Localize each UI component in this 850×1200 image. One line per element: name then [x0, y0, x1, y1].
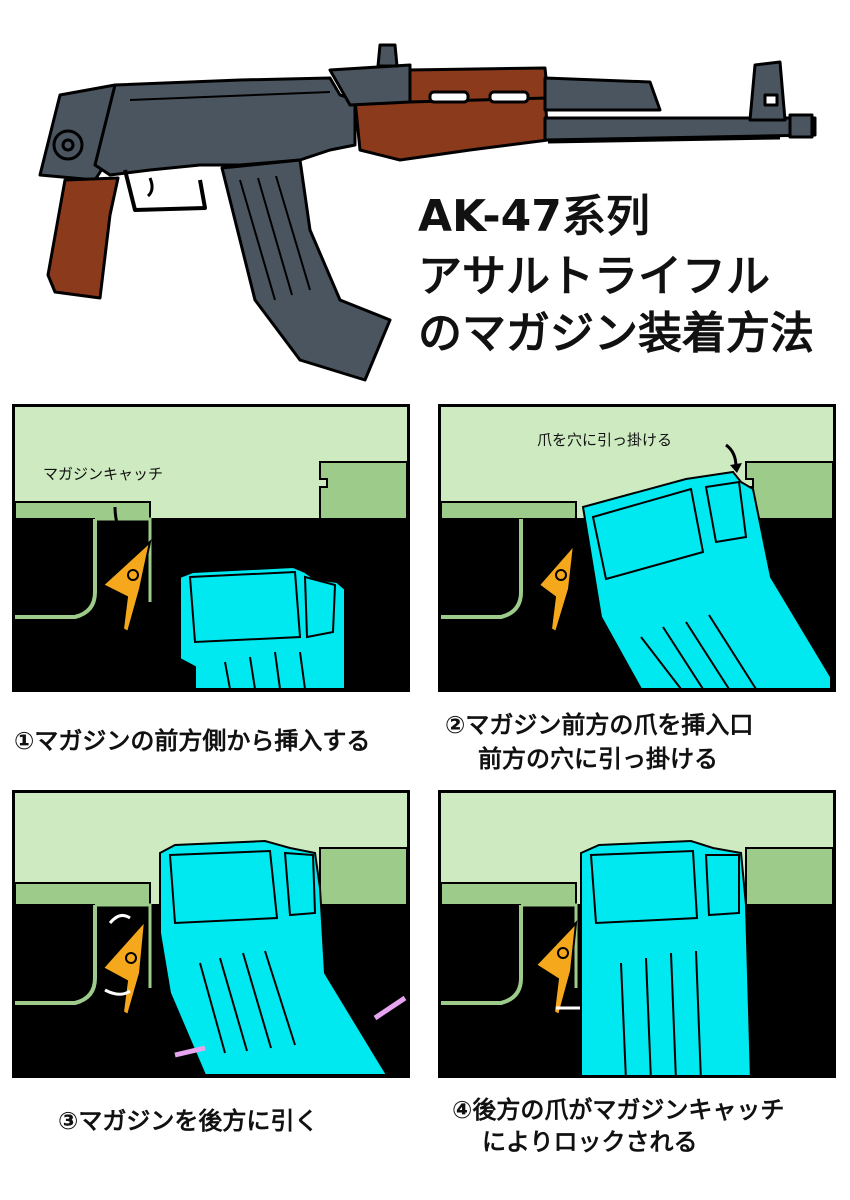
magazine-catch [537, 541, 576, 634]
caption-step-4-line-1: ④後方の爪がマガジンキャッチ [452, 1096, 785, 1124]
ak47-rifle-drawing [38, 43, 817, 382]
panel-4-diagram [441, 793, 833, 1075]
pull-arrow-1 [373, 995, 407, 1021]
panel-step-2: 爪を穴に引っ掛ける [438, 404, 836, 692]
front-sight [748, 60, 787, 122]
rifle-magazine [220, 158, 392, 382]
title-line-3: のマガジン装着方法 [418, 308, 814, 359]
caption-step-4-line-2: によりロックされる [482, 1128, 698, 1156]
magazine-step-3 [159, 839, 389, 1075]
panel-step-4 [438, 790, 836, 1078]
panel-step-1: マガジンキャッチ [12, 404, 410, 692]
panel-step-3 [12, 790, 410, 1078]
magazine-step-2 [581, 470, 832, 689]
magazine-step-4 [580, 839, 752, 1075]
panel-1-diagram [15, 407, 407, 689]
caption-step-1: ①マガジンの前方側から挿入する [14, 727, 371, 755]
barrel [543, 116, 817, 142]
caption-step-2-line-2: 前方の穴に引っ掛ける [478, 745, 718, 773]
title-line-2: アサルトライフル [418, 251, 770, 302]
gas-tube [543, 76, 662, 112]
rifle-illustration [0, 0, 850, 390]
receiver [93, 76, 357, 177]
title-line-1: AK-47系列 [418, 191, 650, 242]
magazine-step-1 [179, 565, 346, 689]
magazine-catch [101, 539, 152, 634]
pull-arrow-2 [174, 1045, 206, 1058]
panel-2-diagram [441, 407, 833, 689]
label-magazine-catch: マガジンキャッチ [43, 465, 164, 483]
magazine-catch [534, 920, 578, 1017]
magazine-catch [101, 918, 147, 1017]
caption-step-2-line-1: ②マガジン前方の爪を挿入口 [445, 711, 754, 739]
label-hook-claw: 爪を穴に引っ掛ける [537, 431, 673, 449]
panel-3-diagram [15, 793, 407, 1075]
caption-step-3: ③マガジンを後方に引く [58, 1107, 319, 1135]
pistol-grip [46, 176, 120, 300]
